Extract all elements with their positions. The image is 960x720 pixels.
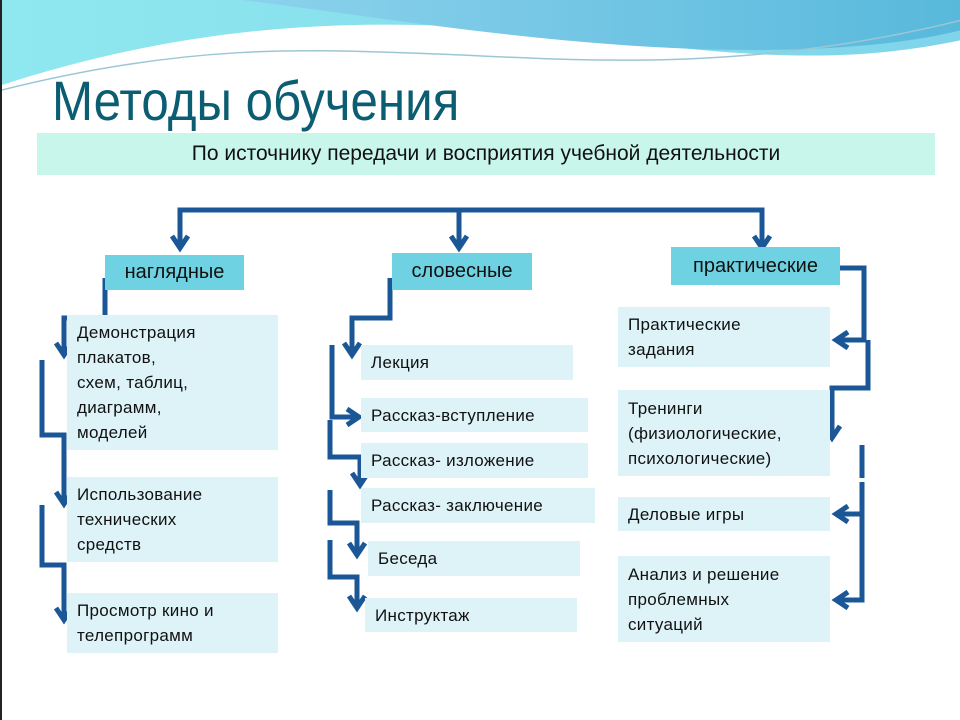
method-item: Использование технических средств — [67, 477, 278, 562]
category-header-naglyadnye: наглядные — [105, 255, 244, 290]
method-item: Лекция — [361, 345, 573, 380]
method-item: Просмотр кино и телепрограмм — [67, 593, 278, 653]
method-item: Тренинги (физиологические, психологическ… — [618, 390, 830, 476]
method-item: Демонстрация плакатов, схем, таблиц, диа… — [67, 315, 278, 450]
method-item: Рассказ-вступление — [361, 398, 588, 432]
method-item: Беседа — [368, 541, 580, 576]
category-header-prakticheskie: практические — [671, 247, 840, 285]
method-item: Инструктаж — [365, 598, 577, 632]
method-item: Анализ и решение проблемных ситуаций — [618, 556, 830, 642]
method-item: Рассказ- изложение — [361, 443, 588, 478]
category-header-slovesnye: словесные — [392, 253, 532, 290]
method-item: Деловые игры — [618, 497, 830, 531]
classification-banner: По источнику передачи и восприятия учебн… — [37, 133, 935, 175]
method-item: Практические задания — [618, 307, 830, 367]
method-item: Рассказ- заключение — [361, 488, 595, 523]
page-title: Методы обучения — [52, 69, 460, 132]
